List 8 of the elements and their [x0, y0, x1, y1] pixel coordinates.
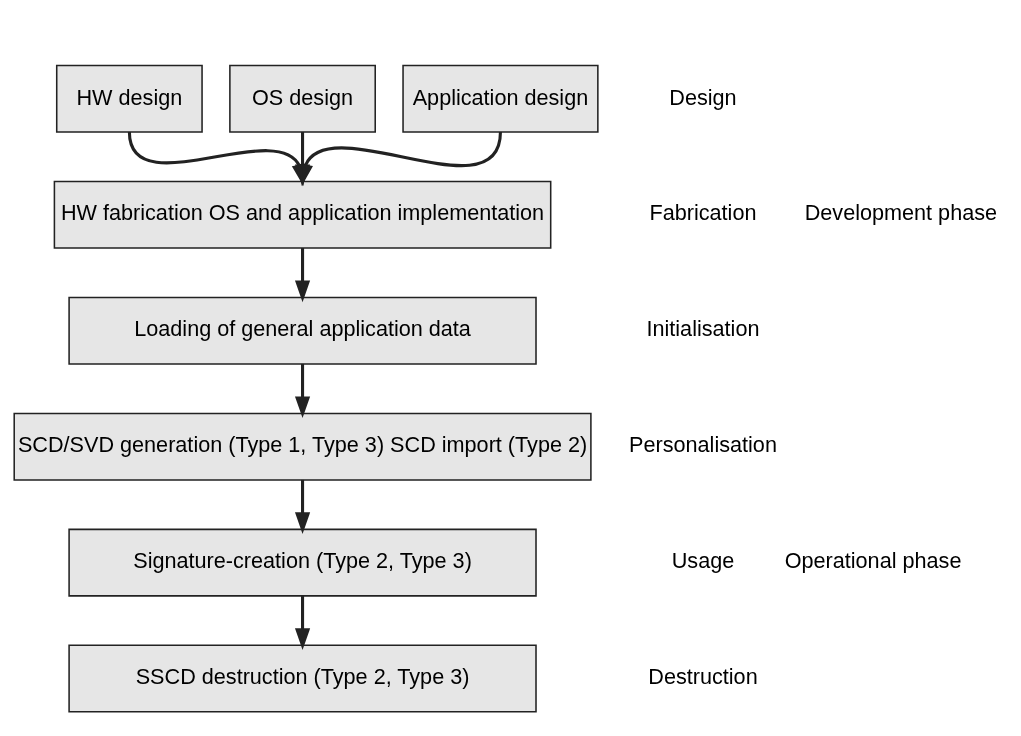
label: Operational phase	[784, 547, 962, 573]
label: Destruction	[648, 663, 758, 689]
label: Initialisation	[646, 315, 760, 341]
label: Development phase	[804, 199, 998, 225]
label: Personalisation	[629, 431, 777, 457]
label: Fabrication	[649, 199, 757, 225]
label: Usage	[671, 547, 735, 573]
label: Design	[669, 84, 737, 110]
